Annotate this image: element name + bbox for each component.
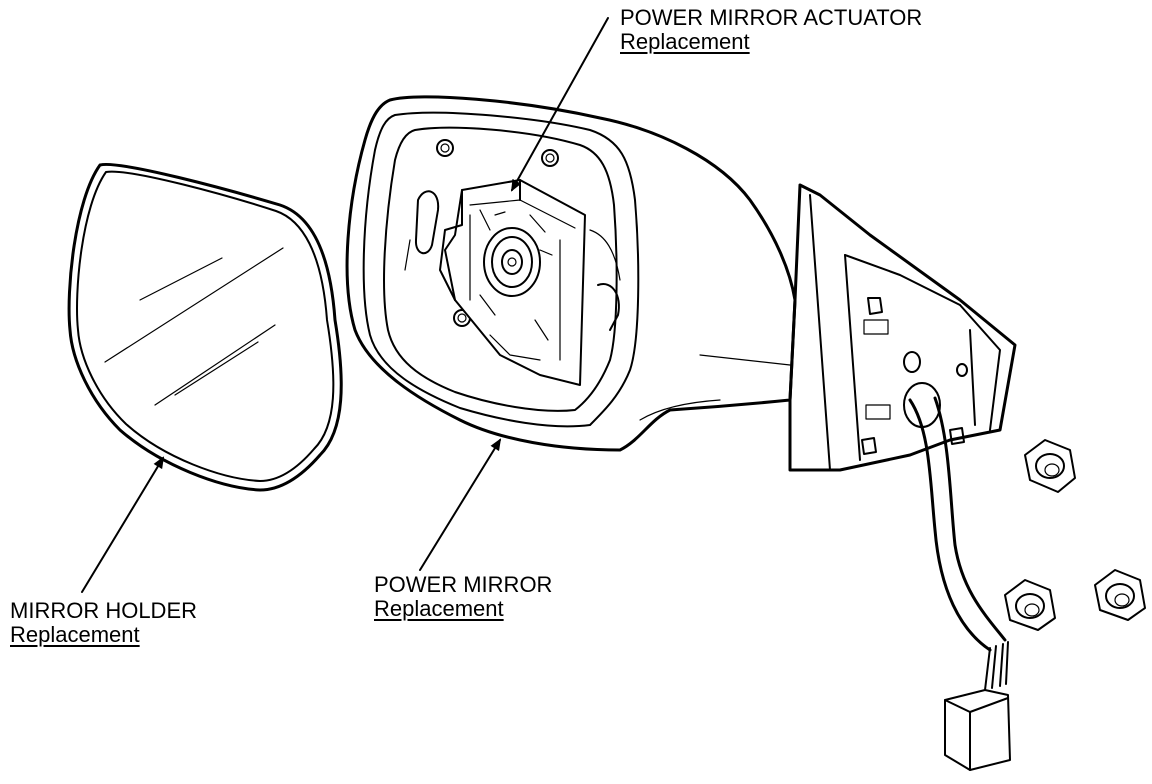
actuator-label-title: POWER MIRROR ACTUATOR	[620, 5, 923, 30]
actuator-label: POWER MIRROR ACTUATOR Replacement	[620, 6, 922, 54]
actuator-leader-arrow	[511, 17, 609, 192]
power-mirror-label: POWER MIRROR Replacement	[374, 573, 552, 621]
mirror-holder	[67, 162, 343, 492]
power-mirror-actuator	[439, 179, 586, 386]
holder-leader-arrow	[81, 456, 165, 593]
mount-nut-2	[1004, 579, 1056, 631]
mirror-leader-arrow	[419, 438, 502, 571]
mirror-holder-label-title: MIRROR HOLDER	[10, 598, 198, 623]
mirror-holder-replacement-link[interactable]: Replacement	[10, 622, 140, 647]
power-mirror-replacement-link[interactable]: Replacement	[374, 596, 504, 621]
power-mirror-label-title: POWER MIRROR	[374, 572, 553, 597]
mount-nut-3	[1094, 569, 1146, 621]
actuator-replacement-link[interactable]: Replacement	[620, 29, 750, 54]
mirror-holder-label: MIRROR HOLDER Replacement	[10, 599, 197, 647]
mirror-mount-base	[788, 183, 1017, 472]
wire-harness	[908, 396, 1011, 771]
mount-nut-1	[1024, 439, 1076, 493]
